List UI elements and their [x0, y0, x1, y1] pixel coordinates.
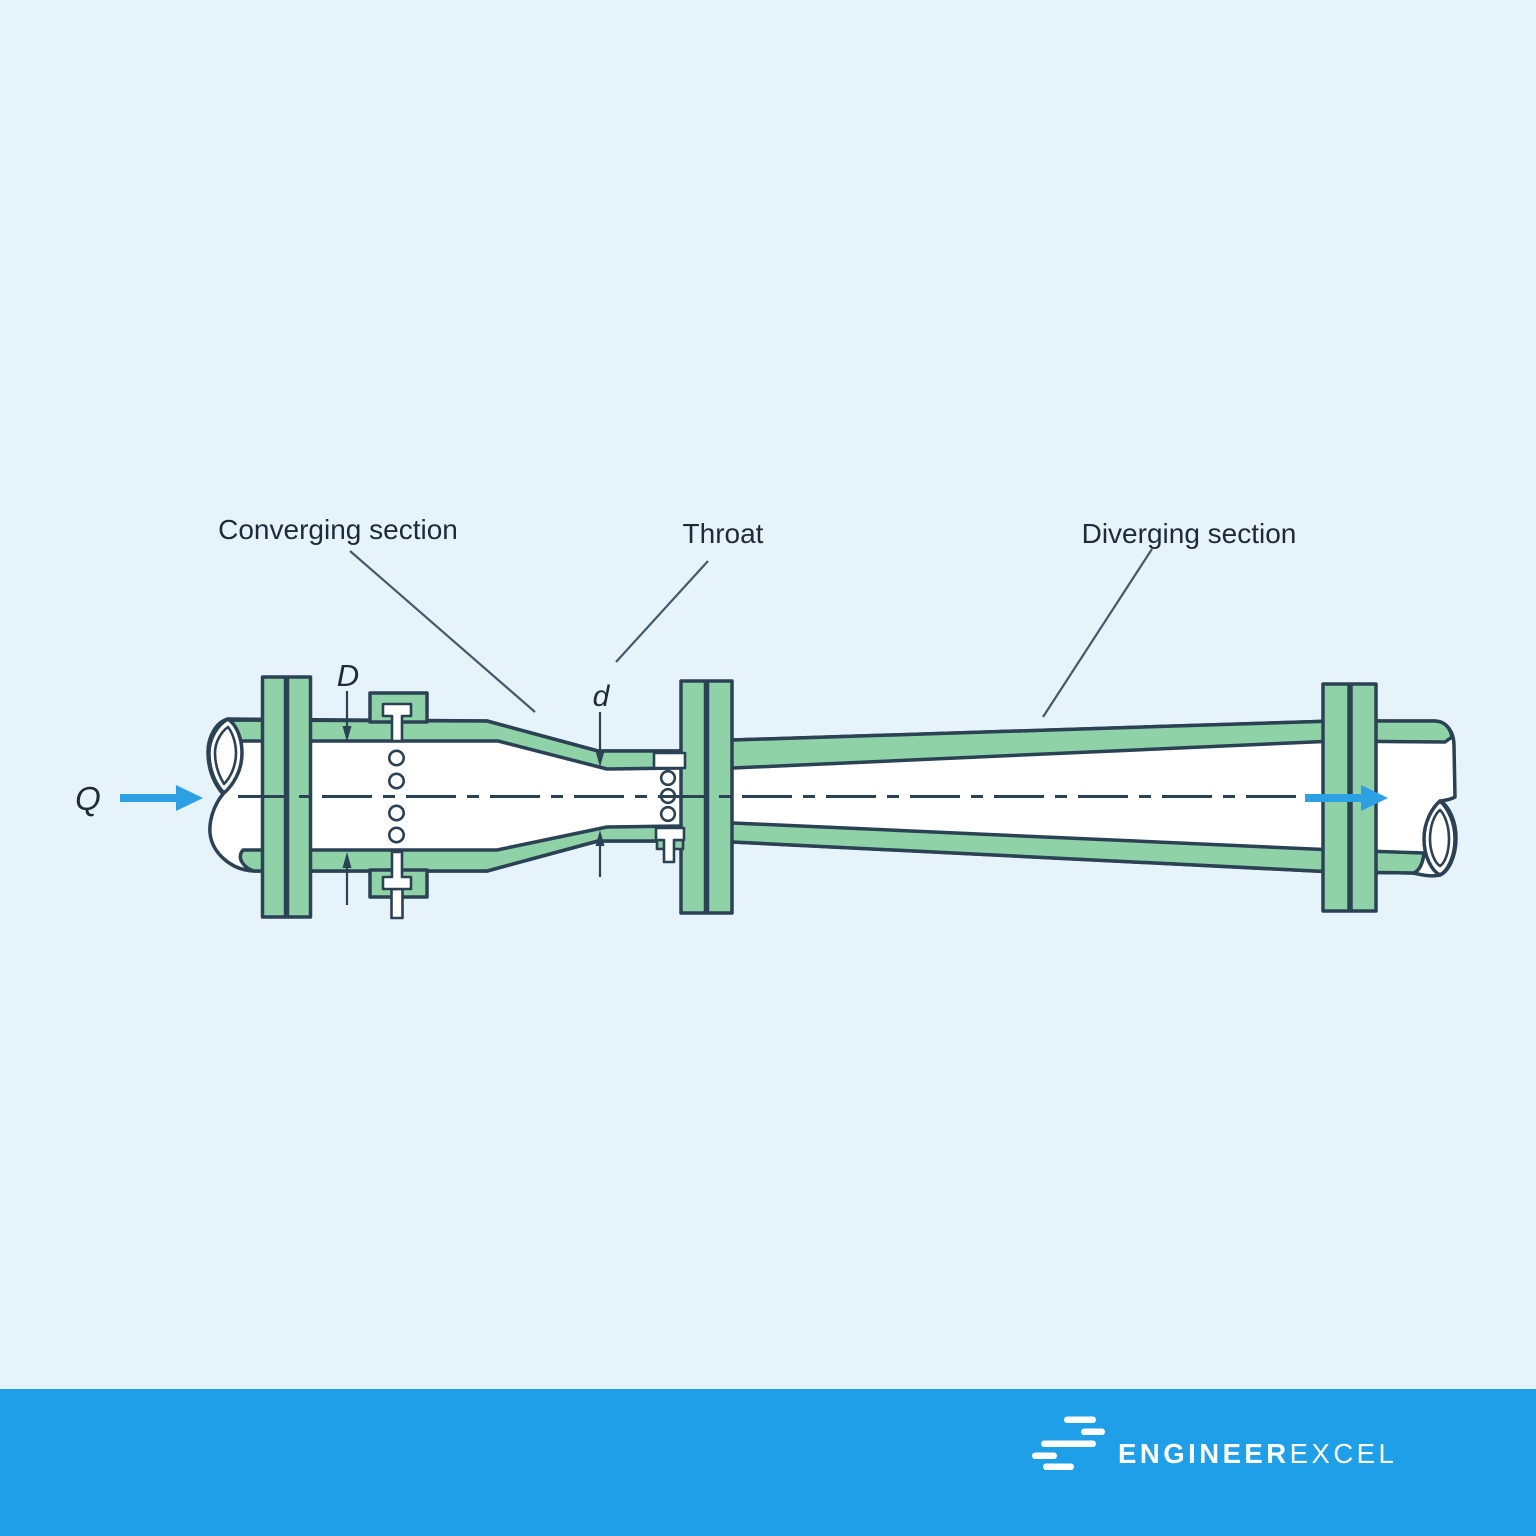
brand-text-excel: EXCEL [1290, 1438, 1398, 1469]
engineerexcel-logo-icon [1032, 1416, 1105, 1470]
piezometer-hole [387, 826, 405, 844]
arrowhead [342, 852, 352, 868]
arrowhead [342, 726, 352, 742]
engineerexcel-wordmark: ENGINEEREXCEL [1118, 1438, 1397, 1469]
label-inlet-diameter-D: D [337, 658, 359, 693]
inlet-opening-inner [213, 725, 238, 786]
arrowhead [595, 751, 605, 767]
logo-bar [1041, 1440, 1096, 1447]
outlet-opening-inner [1428, 808, 1451, 868]
flow-arrow-outlet [1305, 785, 1388, 811]
throat-tap-top [652, 751, 687, 770]
leader-line-converging [349, 550, 536, 713]
piezometer-hole [387, 772, 405, 790]
label-flow-rate-Q: Q [75, 780, 101, 817]
throat-tap-connector [654, 826, 686, 864]
footer-bar [0, 1389, 1536, 1536]
outlet-pipe-opening [1422, 799, 1457, 877]
inlet-tap-tube-bottom [390, 887, 404, 920]
flow-arrow-inlet [120, 785, 203, 811]
logo-bar [1032, 1452, 1057, 1459]
label-throat-diameter-d: d [593, 680, 611, 713]
dimension-D-arrows [342, 691, 352, 905]
arrowhead [595, 830, 605, 846]
footer: ENGINEEREXCEL [0, 1389, 1536, 1536]
leader-line-diverging [1042, 548, 1153, 718]
inlet-pressure-tap-top [368, 691, 429, 743]
leader-line-throat [615, 560, 709, 663]
logo-bar [1043, 1463, 1074, 1470]
throat-tap-bottom [654, 826, 686, 864]
inlet-tap-connector-bottom [381, 850, 413, 891]
label-diverging-section: Diverging section [1082, 518, 1297, 549]
label-throat: Throat [683, 518, 764, 549]
piezometer-hole [659, 805, 677, 823]
brand-text-engineer: ENGINEER [1118, 1438, 1290, 1469]
inlet-tap-connector-top [381, 702, 413, 743]
logo-bar [1081, 1428, 1105, 1435]
inlet-piezometer-holes [387, 749, 405, 844]
piezometer-hole [387, 749, 405, 767]
dimension-d-arrows [595, 712, 605, 877]
inlet-pipe-opening [207, 717, 244, 795]
logo-bar [1064, 1416, 1096, 1423]
label-converging-section: Converging section [218, 514, 458, 545]
piezometer-hole [659, 769, 677, 787]
inlet-pressure-tap-bottom [368, 850, 429, 920]
throat-piezometer-holes [659, 769, 677, 823]
piezometer-hole [387, 804, 405, 822]
diagram-background [0, 0, 1536, 1389]
